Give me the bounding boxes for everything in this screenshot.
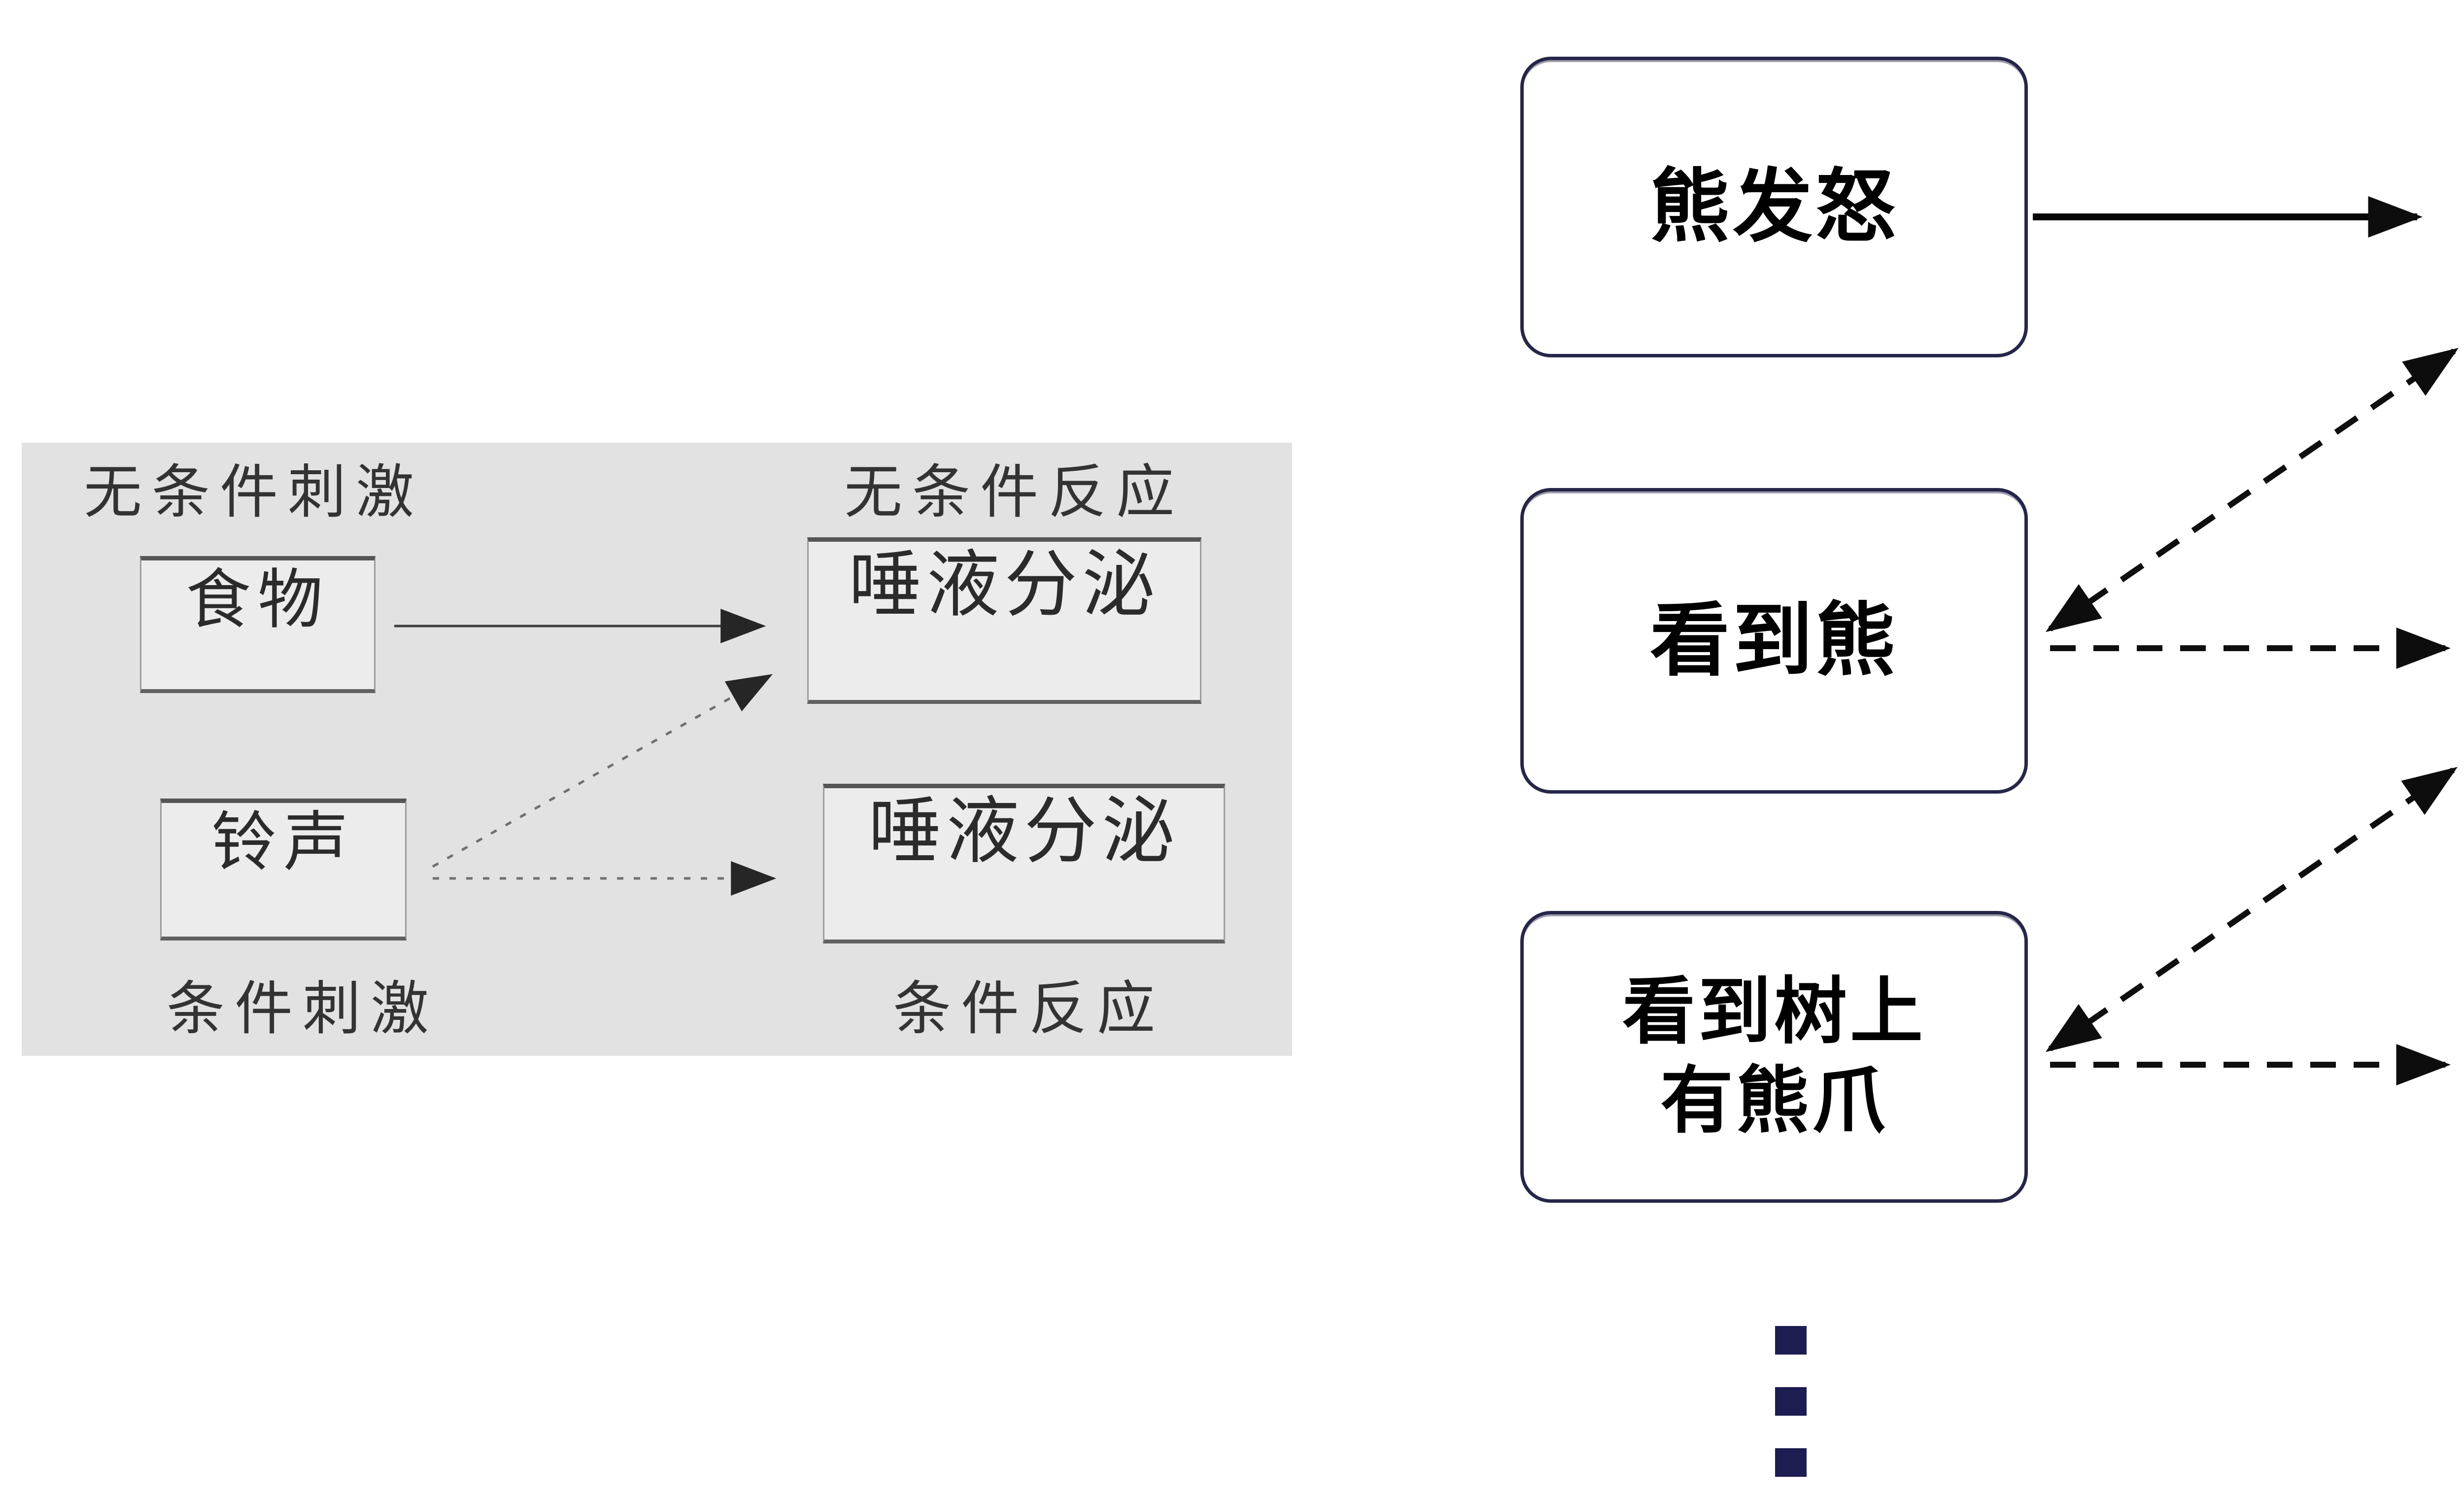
label-conditioned-response: 条件反应: [893, 976, 1165, 1042]
box-bear-angry: 熊发怒: [1520, 57, 2028, 357]
box-see-bear-label: 看到熊: [1650, 596, 1898, 685]
dashed-arrow-see-claw-vsprime: [2045, 767, 2458, 1052]
dashed-arrow-see-bear-reward: [2045, 348, 2459, 632]
ellipsis-dot-left-1: [1775, 1326, 1807, 1355]
label-unconditioned-response: 无条件反应: [844, 460, 1185, 525]
box-salivation-top: 唾液分泌: [807, 537, 1201, 704]
box-see-claw-marks: 看到树上 有熊爪: [1520, 911, 2028, 1203]
box-see-claw-marks-line1: 看到树上: [1622, 971, 1926, 1053]
box-see-claw-marks-line2: 有熊爪: [1660, 1060, 1888, 1142]
box-salivation-bottom-label: 唾液分泌: [868, 791, 1180, 872]
ellipsis-dot-left-3: [1775, 1448, 1807, 1477]
box-bell: 铃声: [160, 799, 407, 941]
box-bear-angry-label: 熊发怒: [1650, 162, 1898, 251]
box-food: 食物: [140, 556, 376, 693]
label-conditioned-stimulus: 条件刺激: [167, 976, 439, 1042]
box-salivation-top-label: 唾液分泌: [849, 544, 1160, 626]
box-see-bear: 看到熊: [1520, 488, 2028, 794]
label-unconditioned-stimulus: 无条件刺激: [84, 460, 424, 525]
box-bell-label: 铃声: [211, 806, 355, 878]
box-food-label: 食物: [186, 563, 330, 636]
box-see-claw-marks-label: 看到树上 有熊爪: [1622, 968, 1926, 1146]
ellipsis-dot-left-2: [1775, 1387, 1807, 1416]
pavlov-panel: 无条件刺激 无条件反应 食物 唾液分泌 铃声 唾液分泌 条件刺激 条件反应: [22, 443, 1292, 1056]
box-salivation-bottom: 唾液分泌: [823, 784, 1225, 943]
